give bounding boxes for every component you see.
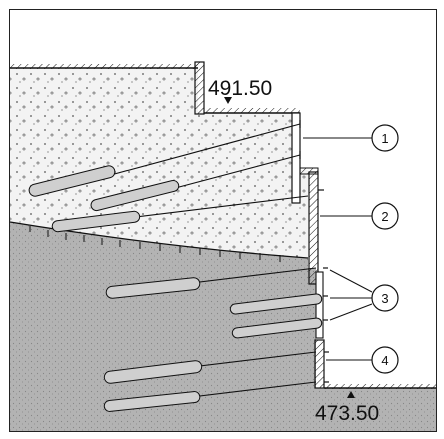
base-surface-hatch (324, 384, 436, 389)
top-surface-hatch (10, 64, 198, 69)
anchor-body-7 (103, 360, 203, 384)
elevation-bottom: 473.50 (315, 391, 379, 425)
anchor-body-3 (51, 210, 141, 233)
native-ground-texture (10, 222, 436, 431)
anchor-body-5 (229, 293, 323, 315)
upper-fill-texture (10, 68, 308, 258)
anchor-body-4 (105, 277, 201, 299)
soil-boundary-line (9, 221, 309, 259)
frame-border (9, 9, 437, 432)
callout-3: 3 (371, 284, 399, 312)
anchor-body-6 (231, 317, 323, 339)
elevation-top-marker-icon (224, 97, 232, 104)
upper-wall-segment (194, 61, 205, 115)
leader-lines (303, 137, 373, 361)
wall-element-4 (314, 339, 325, 389)
elevation-bottom-marker-icon (347, 391, 355, 398)
callout-1: 1 (371, 124, 399, 152)
callout-2: 2 (371, 202, 399, 230)
callout-2-label: 2 (381, 209, 388, 224)
anchors-upper (28, 123, 309, 233)
elevation-top: 491.50 (208, 77, 272, 104)
wall-element-1 (291, 112, 301, 204)
elevation-top-label: 491.50 (208, 77, 272, 100)
anchor-body-8 (103, 391, 201, 412)
anchor-body-2 (90, 179, 180, 212)
soil-boundary-ticks (29, 226, 281, 262)
anchor-body-1 (28, 165, 116, 197)
wall-element-3 (315, 271, 324, 339)
callout-3-label: 3 (381, 291, 388, 306)
mid-step-hatch (204, 108, 300, 113)
callout-1-label: 1 (381, 131, 388, 146)
wall-element-2 (308, 171, 319, 285)
anchor-heads (299, 120, 329, 383)
anchors-lower (103, 267, 323, 412)
callout-4: 4 (371, 346, 399, 374)
elevation-bottom-label: 473.50 (315, 402, 379, 425)
callout-4-label: 4 (381, 353, 388, 368)
